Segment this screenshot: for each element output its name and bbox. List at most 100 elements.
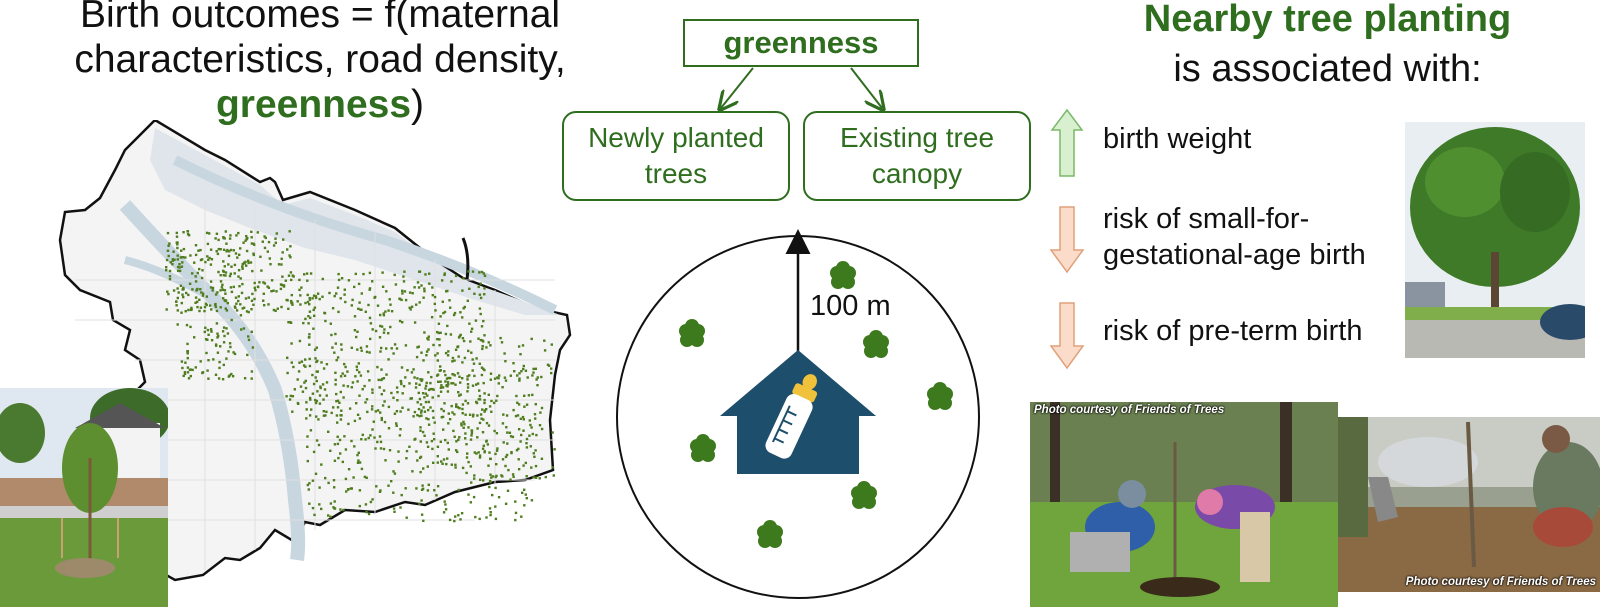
planting-point bbox=[452, 429, 455, 433]
planting-point bbox=[453, 311, 457, 315]
planting-point bbox=[331, 307, 335, 310]
planting-point bbox=[461, 361, 464, 364]
planting-point bbox=[429, 406, 432, 409]
planting-point bbox=[416, 346, 419, 349]
planting-point bbox=[308, 414, 312, 417]
planting-point bbox=[267, 286, 271, 289]
planting-point bbox=[436, 485, 440, 488]
planting-point bbox=[478, 307, 482, 310]
planting-point bbox=[204, 326, 207, 329]
planting-point bbox=[503, 352, 506, 355]
planting-point bbox=[256, 231, 259, 234]
planting-point bbox=[340, 414, 343, 417]
planting-point bbox=[235, 302, 238, 305]
planting-point bbox=[319, 385, 322, 388]
planting-point bbox=[205, 231, 209, 235]
planting-point bbox=[263, 282, 267, 285]
greenness-box-label: greenness bbox=[723, 25, 879, 60]
planting-point bbox=[263, 304, 266, 307]
planting-point bbox=[419, 470, 422, 474]
planting-point bbox=[476, 382, 480, 385]
planting-point bbox=[247, 296, 250, 299]
planting-point bbox=[403, 290, 407, 293]
planting-point bbox=[272, 244, 276, 247]
outcome-line: risk of pre-term birth bbox=[1103, 315, 1363, 347]
planting-point bbox=[268, 257, 271, 260]
planting-point bbox=[469, 501, 472, 504]
planting-point bbox=[207, 333, 210, 336]
planting-point bbox=[309, 316, 312, 319]
planting-point bbox=[219, 274, 222, 277]
planting-point bbox=[523, 488, 526, 491]
planting-point bbox=[451, 356, 455, 360]
planting-point bbox=[504, 502, 508, 505]
planting-point bbox=[201, 294, 205, 297]
planting-point bbox=[305, 417, 308, 420]
planting-point bbox=[222, 248, 226, 251]
planting-point bbox=[280, 257, 283, 260]
outcome-birth-weight: birth weight bbox=[1103, 121, 1251, 157]
planting-point bbox=[315, 439, 319, 442]
planting-point bbox=[290, 361, 293, 364]
planting-point bbox=[198, 267, 201, 271]
planting-point bbox=[186, 230, 190, 233]
planting-point bbox=[506, 431, 509, 434]
planting-point bbox=[524, 369, 528, 372]
planting-point bbox=[307, 315, 310, 318]
planting-point bbox=[358, 504, 361, 508]
planting-point bbox=[419, 403, 423, 406]
planting-point bbox=[522, 418, 525, 421]
planting-point bbox=[384, 310, 387, 313]
planting-point bbox=[443, 310, 447, 314]
formula-line-2: characteristics, road density, bbox=[74, 38, 566, 81]
planting-point bbox=[393, 343, 397, 346]
planting-point bbox=[455, 403, 458, 406]
planting-point bbox=[438, 369, 441, 372]
planting-point bbox=[289, 271, 293, 274]
planting-point bbox=[525, 497, 528, 500]
planting-point bbox=[220, 286, 224, 289]
planting-point bbox=[401, 292, 404, 295]
findings-title-line-2: is associated with: bbox=[1173, 48, 1482, 90]
planting-point bbox=[311, 392, 315, 395]
planting-point bbox=[534, 367, 537, 370]
planting-point bbox=[308, 343, 311, 346]
planting-point bbox=[339, 297, 342, 300]
planting-point bbox=[447, 350, 450, 353]
planting-point bbox=[404, 298, 408, 302]
planting-point bbox=[412, 415, 415, 418]
planting-point bbox=[471, 358, 474, 361]
tree-icon bbox=[757, 520, 783, 548]
planting-point bbox=[478, 517, 481, 521]
planting-point bbox=[497, 382, 500, 385]
planting-point bbox=[194, 275, 197, 278]
planting-point bbox=[209, 286, 213, 289]
planting-point bbox=[203, 305, 207, 309]
planting-point bbox=[228, 274, 232, 278]
planting-point bbox=[416, 414, 419, 417]
planting-point bbox=[221, 288, 225, 291]
planting-point bbox=[478, 454, 482, 457]
planting-point bbox=[406, 369, 409, 372]
planting-point bbox=[373, 296, 376, 299]
planting-point bbox=[274, 237, 277, 240]
planting-point bbox=[441, 300, 444, 303]
planting-point bbox=[196, 271, 199, 275]
planting-point bbox=[368, 351, 371, 354]
planting-point bbox=[415, 382, 418, 385]
planting-point bbox=[506, 489, 510, 492]
planting-point bbox=[358, 371, 361, 374]
planting-point bbox=[274, 241, 277, 244]
planting-point bbox=[470, 481, 473, 484]
planting-point bbox=[482, 479, 485, 482]
planting-point bbox=[379, 350, 382, 353]
planting-point bbox=[246, 353, 249, 357]
planting-point bbox=[461, 403, 465, 406]
planting-point bbox=[427, 400, 430, 404]
planting-point bbox=[232, 285, 235, 289]
planting-point bbox=[368, 316, 372, 320]
planting-point bbox=[358, 301, 361, 304]
planting-point bbox=[525, 437, 529, 441]
planting-point bbox=[389, 303, 392, 306]
planting-point bbox=[321, 277, 324, 281]
